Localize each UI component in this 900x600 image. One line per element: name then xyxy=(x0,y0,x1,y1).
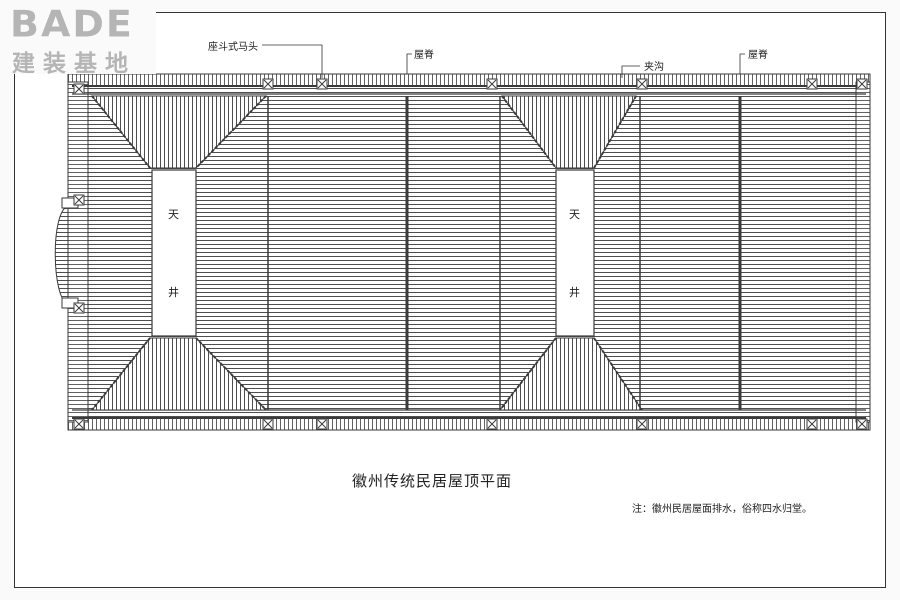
logo-cjk-text: 建装基地 xyxy=(12,51,136,77)
eave-bottom xyxy=(67,417,871,431)
callout-valley: 夹沟 xyxy=(644,62,664,73)
left-courtyard-label-bottom: 井 xyxy=(168,286,179,299)
post-caps-top xyxy=(73,78,868,95)
right-courtyard-opening xyxy=(555,169,595,337)
logo-latin-text: BADE xyxy=(10,3,134,45)
callout-ridge-left: 屋脊 xyxy=(414,50,434,61)
entry-gable xyxy=(54,205,69,305)
eave-right xyxy=(855,81,871,423)
left-courtyard-opening xyxy=(151,169,197,337)
post-caps-bottom xyxy=(73,418,868,430)
drawing-title: 徽州传统民居屋顶平面 xyxy=(352,472,513,490)
callout-saddle-gable: 座斗式马头 xyxy=(208,42,258,53)
site-logo: BADE 建装基地 xyxy=(6,2,156,77)
drawing-note: 注：徽州民居屋面排水，俗称四水归堂。 xyxy=(632,504,812,515)
left-courtyard-label-top: 天 xyxy=(168,208,179,221)
post-caps-left xyxy=(73,194,85,314)
eave-left xyxy=(67,81,89,423)
callout-ridge-right: 屋脊 xyxy=(748,50,768,61)
right-courtyard-label-top: 天 xyxy=(569,208,580,221)
callout-leaders xyxy=(262,44,745,78)
right-courtyard-label-bottom: 井 xyxy=(569,286,580,299)
eave-top xyxy=(67,73,871,87)
